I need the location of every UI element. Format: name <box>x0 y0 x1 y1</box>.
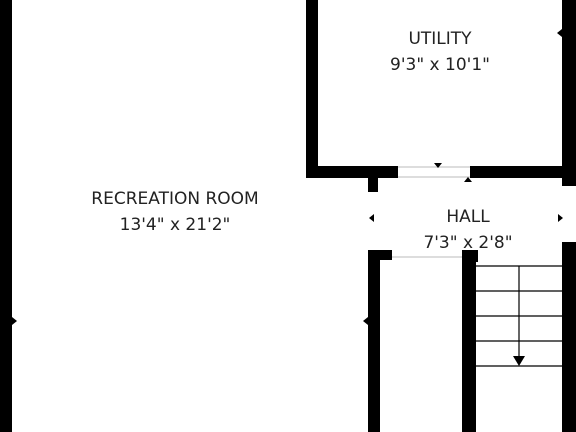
wall-utility-bottom-left <box>306 166 398 178</box>
staircase <box>476 265 562 367</box>
wall-lower-top-left <box>368 250 392 260</box>
wall-hall-left-stub <box>368 178 378 192</box>
marker-icon <box>434 163 442 168</box>
wall-stair-top <box>462 250 478 262</box>
marker-icon <box>464 177 472 182</box>
wall-hall-right-stub <box>562 242 576 432</box>
marker-icon <box>12 317 17 325</box>
wall-utility-bottom-right <box>470 166 564 178</box>
marker-icon <box>369 214 374 222</box>
stair-arrow-icon <box>513 356 525 366</box>
wall-utility-left <box>306 0 318 178</box>
wall-left-outer <box>0 0 12 432</box>
wall-stair-left <box>462 250 476 432</box>
utility-label: UTILITY 9'3" x 10'1" <box>340 26 540 78</box>
room-dimensions: 9'3" x 10'1" <box>390 55 490 75</box>
marker-icon <box>363 317 368 325</box>
room-name: RECREATION ROOM <box>91 189 259 209</box>
room-dimensions: 13'4" x 21'2" <box>119 215 231 235</box>
recreation-room-label: RECREATION ROOM 13'4" x 21'2" <box>70 186 280 238</box>
room-name: UTILITY <box>408 29 472 49</box>
room-dimensions: 7'3" x 2'8" <box>423 233 513 253</box>
wall-utility-right <box>562 0 576 186</box>
marker-icon <box>557 29 562 37</box>
marker-icon <box>313 29 318 37</box>
door-openings <box>392 166 470 258</box>
hall-label: HALL 7'3" x 2'8" <box>380 204 556 256</box>
room-name: HALL <box>446 207 490 227</box>
marker-icon <box>558 214 563 222</box>
wall-lower-left <box>368 250 380 432</box>
dimension-markers <box>12 29 563 325</box>
